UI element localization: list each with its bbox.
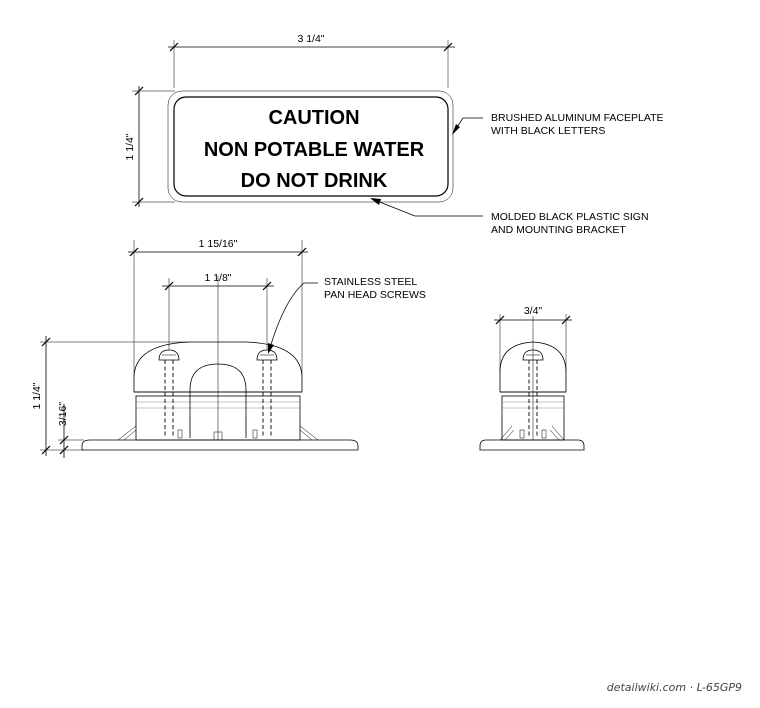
sign-faceplate [173,96,449,197]
dimension-screw-spacing: 1 1/8" [162,272,274,350]
dim-text-bracket-height: 1 1/4" [31,382,43,409]
note-faceplate-line1: BRUSHED ALUMINUM FACEPLATE [491,112,664,124]
dimension-bracket-width: 1 15/16" [128,238,308,376]
note-bracket-line2: AND MOUNTING BRACKET [491,224,626,236]
sign-outer-edge [167,90,454,203]
sign-front-view: CAUTION NON POTABLE WATER DO NOT DRINK [167,90,454,203]
leader-bracket: MOLDED BLACK PLASTIC SIGN AND MOUNTING B… [370,198,649,236]
note-screws-line1: STAINLESS STEEL [324,276,417,288]
bracket-side-view [479,316,585,451]
sign-text-line3: DO NOT DRINK [241,170,388,192]
sign-text-line1: CAUTION [268,107,359,129]
watermark-text: detailwiki.com · L-65GP9 [607,681,742,694]
dimension-sign-width: 3 1/4" [168,33,455,88]
dim-text-bracket-width: 1 15/16" [199,238,238,250]
note-faceplate-line2: WITH BLACK LETTERS [491,125,605,137]
leader-faceplate: BRUSHED ALUMINUM FACEPLATE WITH BLACK LE… [452,112,664,137]
note-screws-line2: PAN HEAD SCREWS [324,289,426,301]
note-bracket-line1: MOLDED BLACK PLASTIC SIGN [491,211,649,223]
dim-text-base-thickness: 3/16" [57,402,69,426]
sign-text-line2: NON POTABLE WATER [204,139,425,161]
dim-text-sign-height: 1 1/4" [124,133,136,160]
dimension-side-width: 3/4" [494,305,572,372]
screw-left [158,349,180,438]
leader-screws: STAINLESS STEEL PAN HEAD SCREWS [268,276,426,354]
dimension-bracket-height: 1 1/4" [31,336,190,456]
dim-text-sign-width: 3 1/4" [297,33,324,45]
bracket-elevation [81,276,359,451]
dimension-sign-height: 1 1/4" [124,86,175,207]
dim-text-side-width: 3/4" [524,305,543,317]
screw-right [256,349,278,438]
dim-text-screw-spacing: 1 1/8" [204,272,231,284]
dimension-base-thickness: 3/16" [57,402,84,458]
